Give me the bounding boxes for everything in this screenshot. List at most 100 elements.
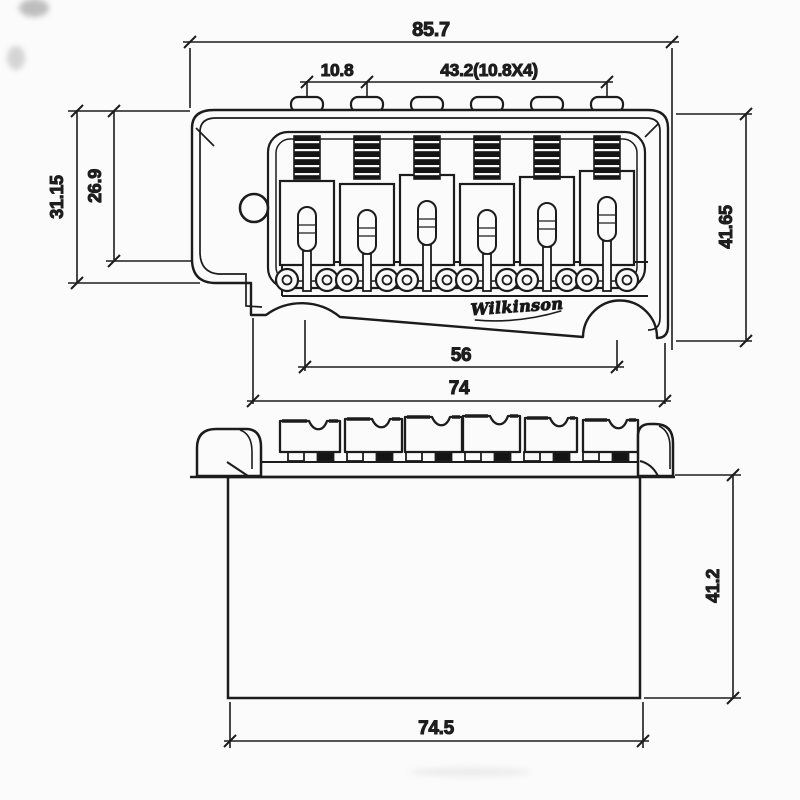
screw-thread [298, 224, 316, 234]
string-hole-dash [582, 451, 600, 462]
string-hole-dash [464, 451, 482, 462]
string-hole-dash [493, 451, 512, 462]
saddles-front-view [278, 414, 640, 454]
smudge-mark [410, 767, 530, 777]
screw-stem [602, 240, 612, 292]
saddle-front [581, 418, 640, 454]
screw-stem [542, 246, 552, 292]
saddle-front [343, 417, 404, 454]
dim-label-stud-spacing: 56 [451, 345, 472, 366]
end-cap-outline [195, 427, 263, 478]
left-end-cap [195, 427, 263, 478]
dim-stud-spacing [298, 320, 624, 374]
string-hole [341, 274, 353, 286]
screw-body [597, 196, 617, 242]
saddle-front [278, 419, 342, 454]
screw [357, 209, 377, 292]
screw-body [477, 209, 497, 255]
dim-left-heights [68, 104, 200, 290]
string-hole-row [287, 451, 630, 462]
string-ferrules [274, 267, 640, 293]
string-hole [281, 274, 293, 286]
dim-tick [246, 394, 672, 408]
baseplate-inner-wall [195, 117, 661, 331]
string-hole [401, 274, 413, 286]
string-hole-dash [611, 451, 630, 462]
screw-thread [538, 220, 556, 230]
string-hole-dash [287, 451, 305, 462]
dim-tick [298, 360, 624, 374]
baseplate-strip [190, 461, 675, 479]
logo-underline [474, 310, 562, 322]
dim-block-width [223, 702, 650, 748]
screw [417, 200, 437, 292]
screw-body [357, 209, 377, 255]
string-hole [561, 274, 573, 286]
screw-thread [598, 214, 616, 224]
dim-screw-spacing [300, 75, 614, 97]
dim-label-height-inner: 26.9 [85, 169, 105, 203]
corner-detail [644, 123, 659, 138]
screw-stem [482, 253, 492, 292]
dim-tick [183, 35, 679, 49]
plate-end-bevel [247, 461, 663, 477]
dim-label-block-width: 74.5 [418, 718, 455, 739]
screw-thread [418, 218, 436, 228]
dim-label-base-width: 74 [449, 378, 470, 399]
screw-stem [362, 253, 372, 292]
string-hole [461, 274, 473, 286]
dim-label-overall-width: 85.7 [412, 19, 450, 41]
dim-tick [70, 104, 121, 290]
string-hole-dash [375, 451, 394, 462]
right-end-cap [636, 422, 675, 478]
screw [597, 196, 617, 292]
screw-stem [302, 250, 312, 292]
screw-stem [422, 244, 432, 292]
dim-label-screw-pitch: 10.8 [321, 60, 354, 80]
tremolo-block [226, 475, 642, 700]
corner-detail [195, 127, 215, 147]
spring-coil [413, 135, 441, 180]
screw-thread [358, 227, 376, 237]
scan-smudges [7, 0, 530, 777]
string-hole [621, 274, 633, 286]
dim-tick [300, 75, 614, 89]
dim-tick [739, 107, 753, 348]
smudge-mark [19, 0, 49, 17]
end-cap-bevel [639, 460, 659, 477]
string-hole-dash [405, 451, 423, 462]
string-hole [321, 274, 333, 286]
spring-coil [593, 135, 621, 180]
dim-overall-width [183, 35, 679, 350]
screw [297, 206, 317, 292]
dim-label-block-height: 41.2 [703, 569, 723, 603]
end-cap-bevel [226, 461, 249, 477]
string-hole [521, 274, 533, 286]
inner-contour [216, 117, 661, 331]
string-hole [581, 274, 593, 286]
intonation-screws [297, 196, 617, 292]
tremolo-arm-hole [238, 192, 270, 224]
saddle-top-bold-edge [282, 414, 636, 423]
dim-tick [726, 468, 740, 705]
inner-contour [199, 117, 263, 308]
end-cap-inner-curve [658, 425, 671, 469]
end-cap-inner-curve [239, 429, 253, 469]
string-hole [441, 274, 453, 286]
screw-body [297, 206, 317, 252]
spring-coil [473, 135, 501, 180]
front-view: 41.2 74.5 [190, 414, 741, 748]
dim-base-width [246, 318, 672, 408]
spring-coil [293, 135, 321, 180]
saddle-front [403, 415, 464, 454]
top-view: 85.7 10.8 43.2(10.8X4) 31.15 26.9 41.65 [47, 19, 753, 408]
smudge-mark [7, 46, 25, 70]
screw-body [417, 200, 437, 246]
saddle-front [461, 414, 522, 454]
screw-body [537, 202, 557, 248]
dim-block-height [644, 468, 741, 705]
string-hole-dash [316, 451, 335, 462]
dim-label-height-outer: 31.15 [47, 175, 67, 219]
screw [477, 209, 497, 292]
